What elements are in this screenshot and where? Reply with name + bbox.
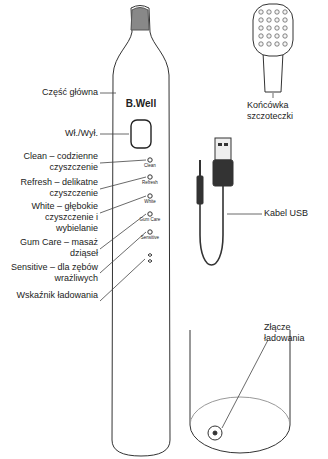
bristle-tuft [259,18,263,22]
bristle-tuft [267,18,271,22]
bristle-tuft [275,34,279,38]
part-label: Końcówka szczoteczki [247,100,325,122]
bristle-tuft [283,26,287,30]
usb-plug-body [213,160,233,186]
mode-label: Clean – codzienne czyszczenie [3,151,98,173]
brush-neck [263,52,283,92]
power-button [131,120,151,148]
leader-lines [100,93,273,428]
charging-port [208,426,222,440]
brand-logo: B.Well [116,98,166,110]
brush-head [253,4,293,56]
bristle-tuft [283,18,287,22]
bristle-tuft [267,34,271,38]
bristle-tuft [259,10,263,14]
bristle-tuft [275,18,279,22]
handle-mode-text: Gum Care [135,217,165,222]
handle-outline [112,6,170,457]
mode-dots [148,158,152,234]
bristle-tuft [283,10,287,14]
bristle-tuft [259,42,263,46]
handle-bottom [190,330,290,453]
bristle-tuft [275,26,279,30]
part-label: Wł./Wył. [3,128,98,139]
bristle-tuft [283,42,287,46]
bristle-tuft [267,26,271,30]
mode-label: Refresh – delikatne czyszczenie [3,177,98,199]
part-label: Część główna [3,87,98,98]
mode-label: Sensitive – dla zębów wrażliwych [3,262,98,284]
mode-label: Gum Care – masaż dziąseł [3,237,98,259]
bristle-tuft [259,26,263,30]
bristle-tuft [275,10,279,14]
bristle-tuft [267,42,271,46]
charge-indicator [148,254,152,263]
bristle-tuft [275,42,279,46]
handle-mode-text: Refresh [135,180,165,185]
part-label: Kabel USB [264,208,326,219]
bristle-tuft [259,34,263,38]
handle-mode-text: Sensitive [135,235,165,240]
bristle-tuft [283,34,287,38]
part-label: Wskaźnik ładowania [3,290,98,301]
usb-plug-metal [215,138,231,160]
part-label: Złącze ładowania [264,322,326,344]
handle-mode-text: White [135,199,165,204]
mode-label: White – głębokie czyszczenie i wybielani… [3,201,98,233]
handle-tip [131,8,149,31]
handle-mode-text: Clean [135,163,165,168]
jack-plug [197,176,203,204]
bristle-tuft [267,10,271,14]
